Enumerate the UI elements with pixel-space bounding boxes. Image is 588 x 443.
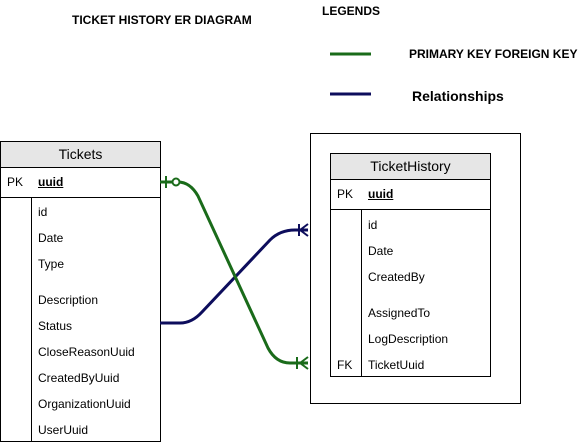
tickethistory-table[interactable]: TicketHistory PK uuid id Date CreatedBy …	[330, 153, 491, 377]
tickethistory-column-divider	[361, 210, 362, 376]
tickets-field-organizationuuid: OrganizationUuid	[38, 397, 131, 411]
tickethistory-field-ticketuuid: TicketUuid	[368, 358, 425, 372]
tickets-table-title: Tickets	[1, 142, 160, 168]
tickethistory-pk-label: PK	[337, 187, 354, 201]
tickets-pk-label: PK	[7, 175, 24, 189]
legend-label-relationships: Relationships	[412, 88, 504, 104]
tickets-table[interactable]: Tickets PK uuid id Date Type Description…	[0, 141, 161, 442]
key-link-uuid-to-ticketuuid	[160, 176, 309, 370]
diagram-title: TICKET HISTORY ER DIAGRAM	[72, 13, 252, 27]
tickets-field-type: Type	[38, 257, 65, 271]
tickets-pk-field: uuid	[38, 175, 64, 189]
tickethistory-pk-row: PK uuid	[331, 180, 490, 210]
tickets-field-createdbyuuid: CreatedByUuid	[38, 371, 120, 385]
tickethistory-table-title: TicketHistory	[331, 154, 490, 180]
relationship-status-to-id	[160, 223, 309, 325]
tickethistory-field-assignedto: AssignedTo	[368, 306, 431, 320]
key-link-crowfoot-icon	[296, 356, 309, 370]
tickets-field-description: Description	[38, 293, 99, 307]
tickethistory-fk-label: FK	[337, 358, 353, 372]
relationship-status-crowfoot-icon	[298, 223, 309, 237]
tickets-column-divider	[31, 198, 32, 441]
tickets-field-id: id	[38, 205, 48, 219]
key-link-one-optional-icon	[165, 176, 181, 188]
tickets-field-closereasonuuid: CloseReasonUuid	[38, 345, 135, 359]
tickethistory-field-logdescription: LogDescription	[368, 332, 449, 346]
tickets-field-useruuid: UserUuid	[38, 423, 89, 437]
tickets-pk-row: PK uuid	[1, 168, 160, 198]
tickets-field-status: Status	[38, 319, 73, 333]
legend-title: LEGENDS	[322, 4, 381, 18]
tickethistory-field-createdby: CreatedBy	[368, 270, 425, 284]
tickethistory-pk-field: uuid	[368, 187, 394, 201]
tickets-field-date: Date	[38, 231, 64, 245]
legend-label-key: PRIMARY KEY FOREIGN KEY	[409, 47, 578, 61]
tickethistory-field-date: Date	[368, 244, 394, 258]
tickethistory-field-id: id	[368, 218, 378, 232]
